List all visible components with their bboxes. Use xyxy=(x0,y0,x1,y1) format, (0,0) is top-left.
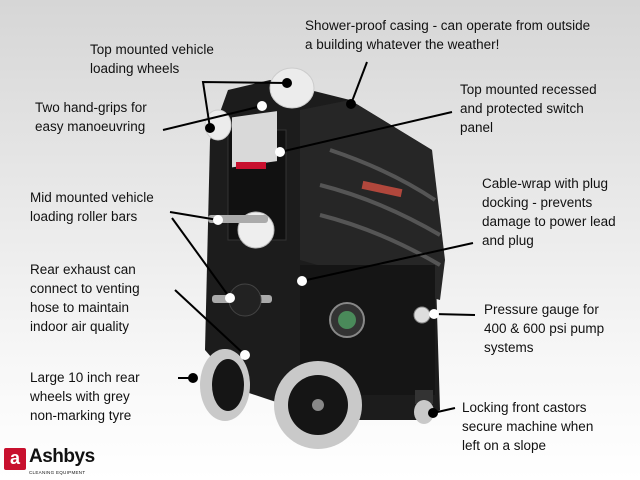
callout-roller-bars: Mid mounted vehicle loading roller bars xyxy=(30,190,154,224)
callout-dots xyxy=(188,78,439,418)
logo-tagline: CLEANING EQUIPMENT xyxy=(29,470,86,475)
callout-loading-wheels: Top mounted vehicle loading wheels xyxy=(90,42,214,76)
callout-pressure-gauge: Pressure gauge for 400 & 600 psi pump sy… xyxy=(484,302,605,355)
callout-rear-exhaust: Rear exhaust can connect to venting hose… xyxy=(30,262,140,334)
logo-mark: a xyxy=(4,448,26,470)
callout-castors: Locking front castors secure machine whe… xyxy=(462,400,594,453)
callout-cable-wrap: Cable-wrap with plug docking - prevents … xyxy=(482,176,616,248)
callout-rear-wheels: Large 10 inch rear wheels with grey non-… xyxy=(30,370,140,423)
logo-name: Ashbys xyxy=(29,446,95,467)
machine-body xyxy=(205,80,445,420)
ashbys-logo: a Ashbys CLEANING EQUIPMENT xyxy=(4,446,95,476)
callout-casing: Shower-proof casing - can operate from o… xyxy=(305,18,591,52)
leader-lines xyxy=(162,61,476,414)
rear-wheel xyxy=(200,349,362,449)
callout-switch-panel: Top mounted recessed and protected switc… xyxy=(460,82,597,135)
front-castor xyxy=(414,390,434,424)
callout-hand-grips: Two hand-grips for easy manoeuvring xyxy=(35,100,147,134)
